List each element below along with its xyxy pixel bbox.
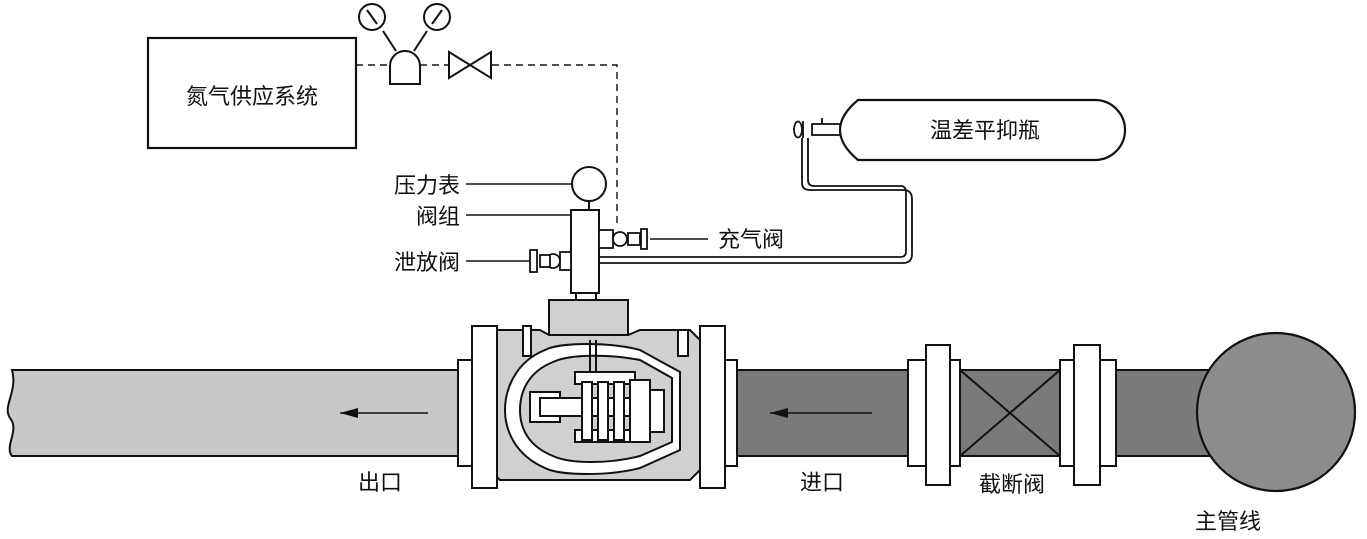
- relief-valve-label: 泄放阀: [394, 251, 460, 276]
- leader-lines: [466, 183, 708, 262]
- inlet-label: 进口: [800, 471, 844, 496]
- main-line-label: 主管线: [1195, 510, 1261, 535]
- nitrogen-system-label: 氮气供应系统: [186, 85, 318, 110]
- valve-group-label: 阀组: [416, 205, 460, 230]
- regulator-icon: [389, 50, 421, 85]
- bottle-valve-icon: [793, 118, 841, 139]
- block-valve-label: 截断阀: [979, 473, 1045, 498]
- bottle-tubing: [600, 138, 913, 264]
- main-line: [1195, 331, 1357, 493]
- charge-valve-label: 充气阀: [718, 228, 784, 253]
- relief-valve-icon: [529, 249, 572, 273]
- nitrogen-dashed-line: [356, 64, 618, 228]
- regulator-assembly: [358, 3, 451, 85]
- relief-valve-body: [489, 299, 701, 481]
- outlet-pipe: [6, 369, 466, 457]
- block-valve: [907, 344, 1117, 486]
- supply-valve-icon: [448, 50, 492, 80]
- temp-bottle-label: 温差平抑瓶: [930, 119, 1040, 144]
- temp-balance-bottle: 温差平抑瓶: [793, 98, 1127, 162]
- charge-valve-icon: [598, 228, 648, 250]
- nitrogen-supply-system: 氮气供应系统: [146, 36, 358, 150]
- pressure-gauge-icon: [571, 166, 607, 202]
- inlet-flange: [677, 325, 738, 489]
- pressure-gauge-label: 压力表: [394, 174, 460, 199]
- valve-block: [570, 209, 600, 294]
- outlet-flange: [457, 325, 532, 489]
- valve-group: [570, 166, 607, 360]
- outlet-label: 出口: [358, 471, 402, 496]
